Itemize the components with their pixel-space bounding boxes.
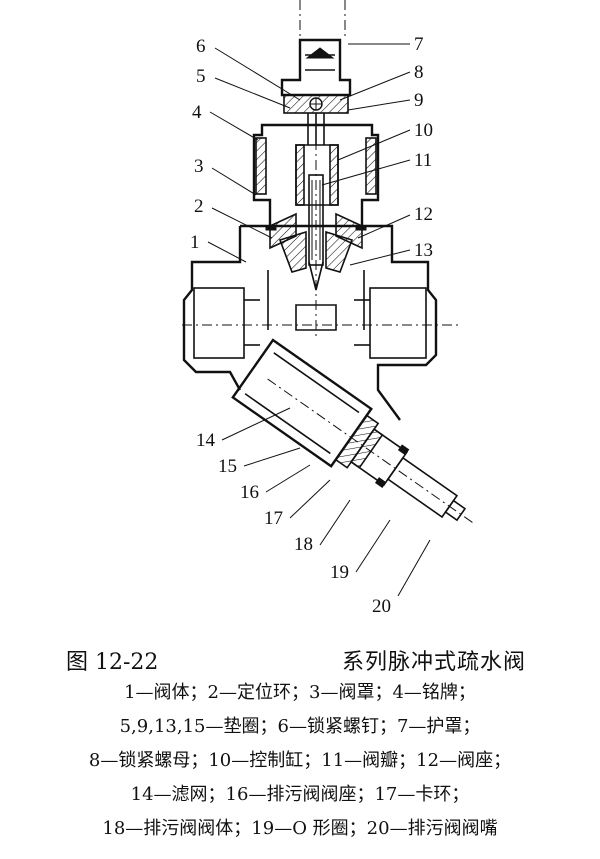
- figure-title: 系列脉冲式疏水阀: [342, 650, 527, 675]
- label-19: 19: [330, 562, 349, 583]
- label-7: 7: [414, 34, 424, 55]
- label-6: 6: [196, 36, 206, 57]
- legend-line-4: 14—滤网；16—排污阀阀座；17—卡环；: [130, 784, 470, 805]
- label-9: 9: [414, 90, 424, 111]
- label-2: 2: [194, 196, 204, 217]
- valve-body: [182, 224, 438, 421]
- figure-number: 图 12-22: [66, 650, 159, 675]
- figure-caption: 图 12-22 系列脉冲式疏水阀 1—阀体；2—定位环；3—阀罩；4—铭牌； 5…: [0, 636, 600, 859]
- label-1: 1: [190, 232, 200, 253]
- label-18: 18: [294, 534, 313, 555]
- legend-line-5: 18—排污阀阀体；19—O 形圈；20—排污阀阀嘴: [102, 818, 498, 839]
- blowdown-branch: [231, 338, 473, 523]
- label-8: 8: [414, 62, 424, 83]
- legend-line-2: 5,9,13,15—垫圈；6—锁紧螺钉；7—护罩；: [119, 716, 481, 737]
- lock-nut: [283, 94, 349, 114]
- label-13: 13: [414, 240, 433, 261]
- label-10: 10: [414, 120, 433, 141]
- label-4: 4: [192, 102, 202, 123]
- center-lines: [182, 0, 458, 340]
- seat-assembly: [265, 212, 367, 273]
- valve-section-drawing: 6 5 4 3 2 1 7 8 9 10 11 12 13 14 15 16 1…: [182, 0, 473, 617]
- label-17: 17: [264, 508, 283, 529]
- label-3: 3: [194, 156, 204, 177]
- label-12: 12: [414, 204, 433, 225]
- part-labels: 6 5 4 3 2 1 7 8 9 10 11 12 13 14 15 16 1…: [190, 34, 433, 617]
- label-20: 20: [372, 596, 391, 617]
- label-5: 5: [196, 66, 206, 87]
- label-11: 11: [414, 150, 432, 171]
- legend-line-3: 8—锁紧螺母；10—控制缸；11—阀瓣；12—阀座；: [88, 750, 512, 771]
- legend-line-1: 1—阀体；2—定位环；3—阀罩；4—铭牌；: [124, 682, 476, 703]
- leader-lines: [207, 43, 431, 597]
- label-16: 16: [240, 482, 259, 503]
- control-cylinder: [295, 113, 339, 206]
- label-15: 15: [218, 456, 237, 477]
- valve-disc: [308, 174, 324, 291]
- protective-cap: [280, 38, 352, 97]
- label-14: 14: [196, 430, 216, 451]
